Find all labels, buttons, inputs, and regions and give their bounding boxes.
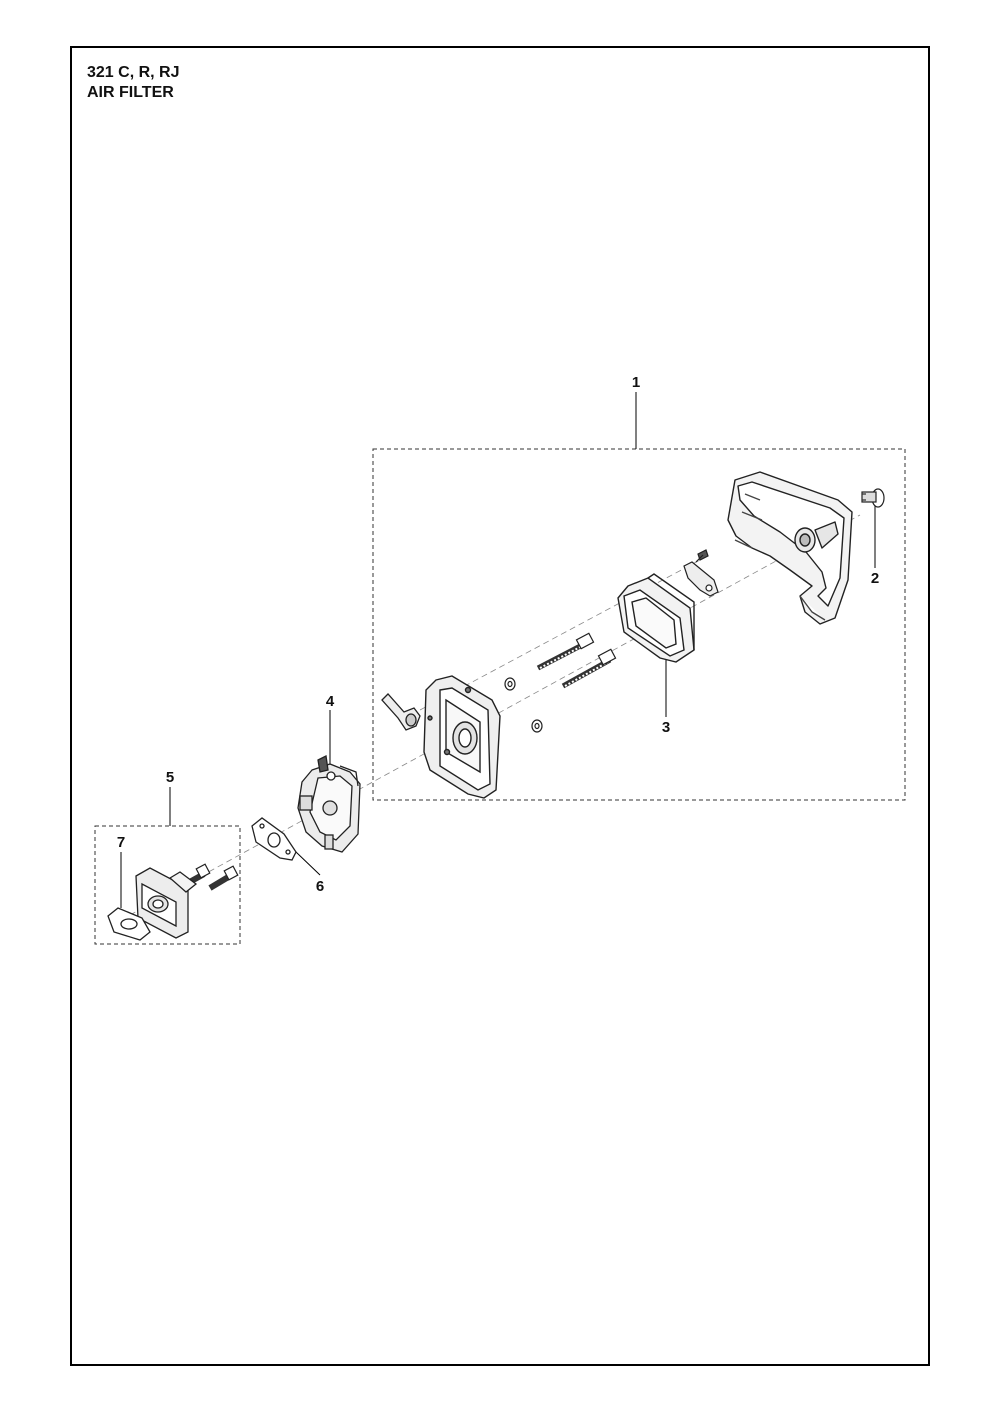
air-filter-base-plate-icon bbox=[423, 675, 501, 799]
intake-gasket-icon bbox=[107, 907, 151, 941]
model-label: 321 C, R, RJ bbox=[87, 64, 180, 81]
callout-6: 6 bbox=[316, 878, 324, 895]
page-frame bbox=[70, 46, 930, 1366]
carburetor-gasket-icon bbox=[251, 817, 297, 861]
filter-cover-icon bbox=[727, 471, 853, 625]
choke-lever-icon bbox=[381, 693, 421, 731]
page-title: 321 C, R, RJ AIR FILTER bbox=[87, 63, 179, 103]
section-label: AIR FILTER bbox=[87, 84, 174, 101]
callout-4: 4 bbox=[326, 693, 335, 710]
group-box-1 bbox=[372, 448, 906, 801]
intake-flange-icon bbox=[135, 867, 198, 939]
callout-5: 5 bbox=[166, 769, 174, 786]
group-box-5 bbox=[94, 825, 241, 945]
callout-1: 1 bbox=[632, 374, 640, 391]
cover-knob-icon bbox=[861, 488, 885, 508]
intake-bolts-icon bbox=[184, 863, 239, 891]
assembly-axis bbox=[129, 514, 861, 916]
callout-7: 7 bbox=[117, 834, 125, 851]
retainer-clip-icon bbox=[683, 549, 719, 597]
mounting-bolts-icon bbox=[536, 632, 617, 689]
callout-2: 2 bbox=[871, 570, 879, 587]
washers-icon bbox=[504, 677, 543, 733]
air-filter-element-icon bbox=[617, 573, 695, 663]
leader-6 bbox=[295, 851, 321, 876]
callout-3: 3 bbox=[662, 719, 670, 736]
carburetor-icon bbox=[297, 755, 361, 853]
